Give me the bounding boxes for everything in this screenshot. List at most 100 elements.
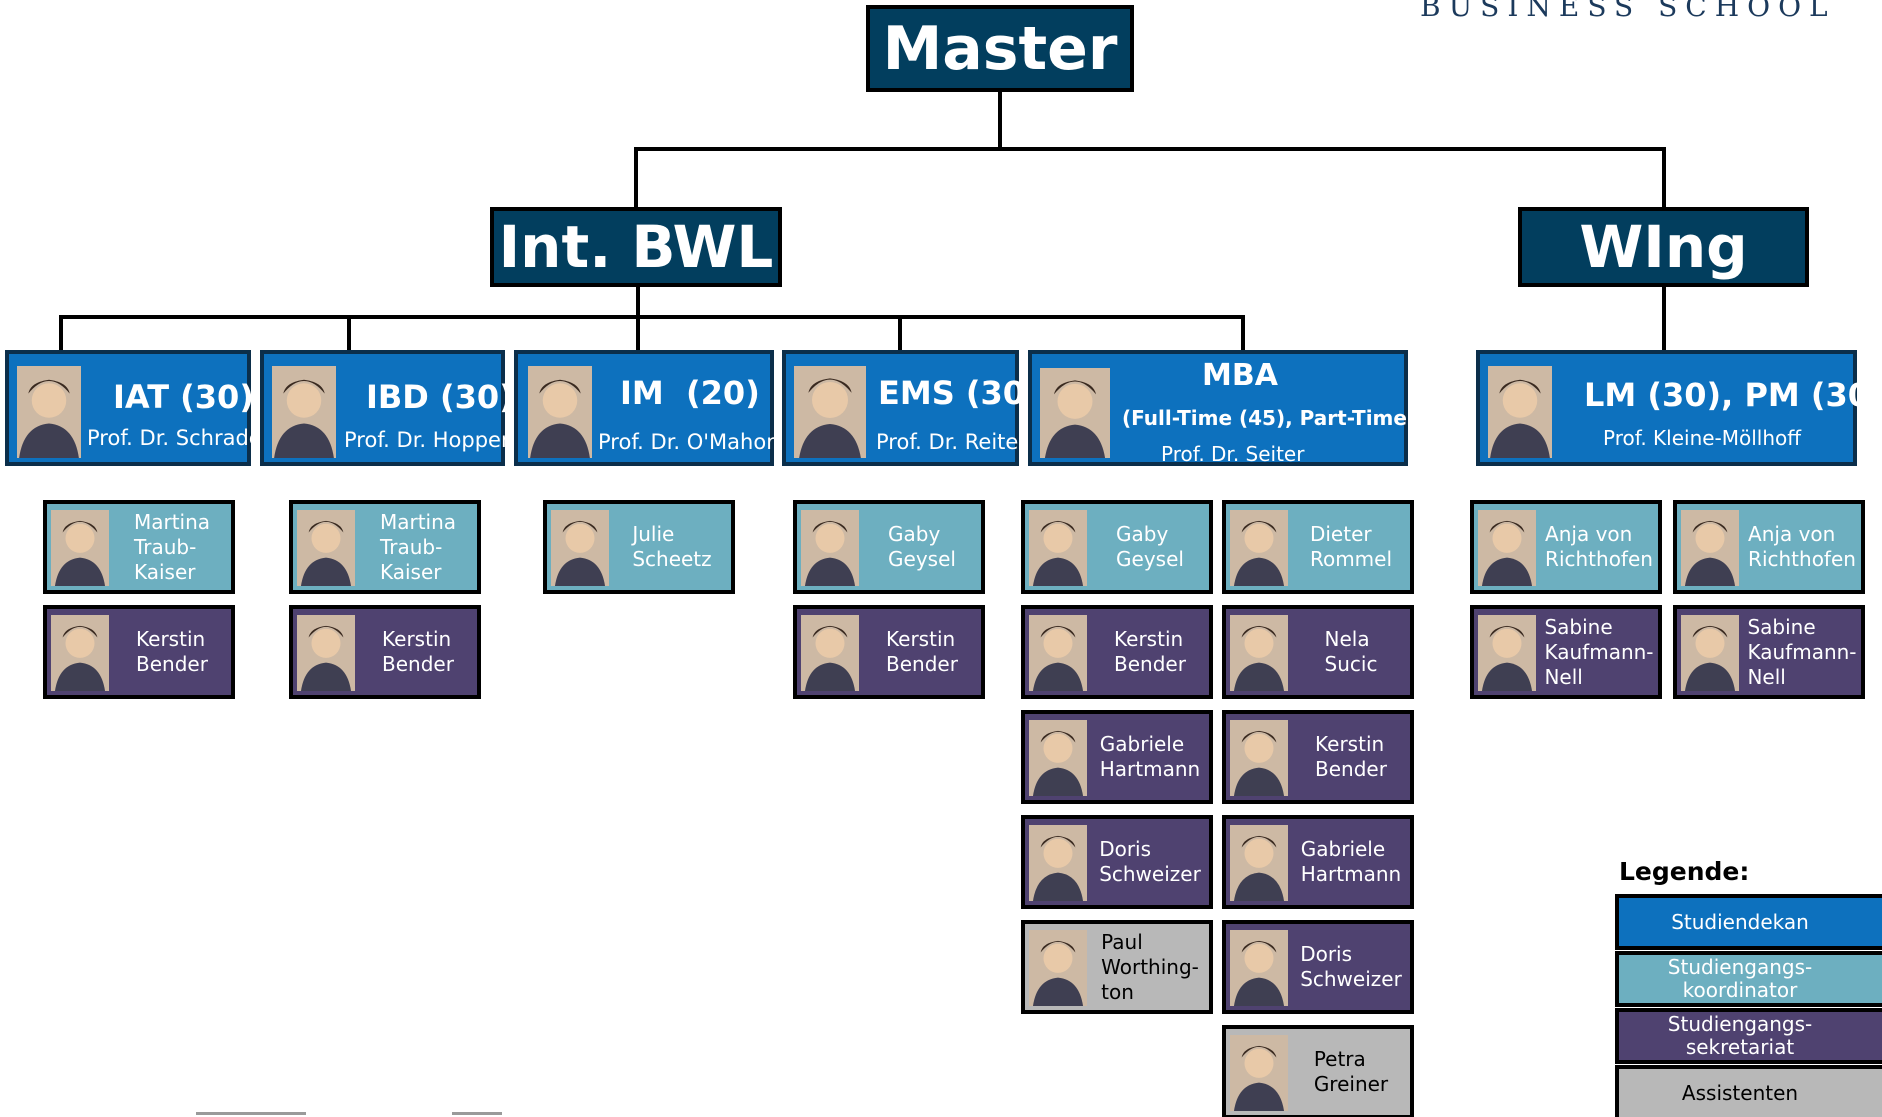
person-photo xyxy=(51,510,109,586)
staff-card[interactable]: Nela Sucic xyxy=(1222,605,1414,699)
person-name: Gabriele Hartmann xyxy=(1099,732,1201,781)
person-name: Kerstin Bender xyxy=(1315,732,1387,781)
connector-iat-up xyxy=(59,315,63,352)
staff-card[interactable]: Gabriele Hartmann xyxy=(1222,815,1414,909)
staff-card[interactable]: Kerstin Bender xyxy=(43,605,235,699)
connector-level2-bar xyxy=(634,147,1666,151)
program-ems[interactable]: EMS (30) Prof. Dr. Reiter xyxy=(782,350,1040,466)
staff-card[interactable]: Julie Scheetz xyxy=(543,500,735,594)
person-name: Julie Scheetz xyxy=(632,522,712,571)
staff-card[interactable]: Paul Worthing- ton xyxy=(1021,920,1213,1014)
program-title: MBA xyxy=(1202,358,1278,393)
person-name: Sabine Kaufmann- Nell xyxy=(1747,614,1857,689)
staff-card[interactable]: Dieter Rommel xyxy=(1222,500,1414,594)
dean-name: Prof. Dr. Hoppen xyxy=(344,428,515,452)
program-ibd[interactable]: IBD (30) Prof. Dr. Hoppen xyxy=(260,350,514,466)
connector-root-down xyxy=(998,90,1002,150)
staff-card[interactable]: Kerstin Bender xyxy=(1021,605,1213,699)
person-photo xyxy=(1230,825,1288,901)
staff-card[interactable]: Anja von Richthofen xyxy=(1470,500,1662,594)
person-photo xyxy=(551,510,609,586)
person-name: Gabriele Hartmann xyxy=(1300,837,1402,886)
connector-ems-up xyxy=(898,315,902,352)
int-bwl-node[interactable]: Int. BWL xyxy=(490,207,782,287)
program-im[interactable]: IM (20) Prof. Dr. O'Mahony xyxy=(514,350,792,466)
person-photo xyxy=(1230,615,1288,691)
person-photo xyxy=(1681,615,1739,691)
person-photo xyxy=(801,615,859,691)
staff-card[interactable]: Doris Schweizer xyxy=(1222,920,1414,1014)
person-name: Nela Sucic xyxy=(1324,627,1378,676)
business-school-wordmark: BUSINESS SCHOOL xyxy=(1420,0,1836,23)
staff-card[interactable]: Sabine Kaufmann- Nell xyxy=(1673,605,1865,699)
connector-wing-up xyxy=(1662,147,1666,209)
person-name: Gaby Geysel xyxy=(1116,522,1184,571)
person-name: Kerstin Bender xyxy=(886,627,958,676)
person-name: Doris Schweizer xyxy=(1300,942,1402,991)
dean-name: Prof. Kleine-Möllhoff xyxy=(1603,426,1802,450)
person-name: Petra Greiner xyxy=(1313,1047,1389,1096)
person-name: Doris Schweizer xyxy=(1099,837,1201,886)
master-label: Master xyxy=(882,13,1118,84)
person-photo xyxy=(1230,720,1288,796)
dean-name: Prof. Dr. Seiter xyxy=(1161,442,1305,466)
legend-item-koordinator: Studiengangs- koordinator xyxy=(1615,951,1882,1007)
program-title: EMS (30) xyxy=(878,374,1040,412)
staff-card[interactable]: Anja von Richthofen xyxy=(1673,500,1865,594)
person-name: Martina Traub- Kaiser xyxy=(379,509,457,584)
staff-card[interactable]: Petra Greiner xyxy=(1222,1025,1414,1117)
person-photo xyxy=(1029,510,1087,586)
program-title: IM (20) xyxy=(620,374,760,412)
person-photo xyxy=(1029,930,1087,1006)
legend-title: Legende: xyxy=(1619,857,1750,886)
person-name: Kerstin Bender xyxy=(1114,627,1186,676)
dean-name: Prof. Dr. Reiter xyxy=(876,430,1027,454)
dean-photo xyxy=(1488,366,1552,458)
staff-card[interactable]: Gaby Geysel xyxy=(793,500,985,594)
legend-item-assistenten: Assistenten xyxy=(1615,1065,1882,1117)
person-name: Dieter Rommel xyxy=(1309,522,1393,571)
program-iat[interactable]: IAT (30) Prof. Dr. Schrade xyxy=(5,350,262,466)
staff-card[interactable]: Martina Traub- Kaiser xyxy=(43,500,235,594)
staff-card[interactable]: Martina Traub- Kaiser xyxy=(289,500,481,594)
person-name: Gaby Geysel xyxy=(888,522,956,571)
staff-card[interactable]: Gabriele Hartmann xyxy=(1021,710,1213,804)
person-name: Kerstin Bender xyxy=(136,627,208,676)
dean-photo xyxy=(272,366,336,458)
staff-card[interactable]: Sabine Kaufmann- Nell xyxy=(1470,605,1662,699)
program-mba[interactable]: MBA (Full-Time (45), Part-Time (50) Prof… xyxy=(1028,350,1460,466)
wing-label: WIng xyxy=(1579,213,1748,281)
person-name: Anja von Richthofen xyxy=(1545,522,1653,571)
staff-card[interactable]: Kerstin Bender xyxy=(793,605,985,699)
legend-item-sekretariat: Studiengangs- sekretariat xyxy=(1615,1008,1882,1064)
person-photo xyxy=(1230,510,1288,586)
person-photo xyxy=(297,510,355,586)
connector-mba-up xyxy=(1241,315,1245,352)
connector-intbwl-up xyxy=(634,147,638,209)
person-name: Anja von Richthofen xyxy=(1748,522,1856,571)
staff-card[interactable]: Gaby Geysel xyxy=(1021,500,1213,594)
footer-artifact xyxy=(452,1112,502,1115)
person-photo xyxy=(1681,510,1739,586)
dean-name: Prof. Dr. Schrade xyxy=(87,426,262,450)
program-lm-pm[interactable]: LM (30), PM (30) Prof. Kleine-Möllhoff xyxy=(1476,350,1882,466)
person-name: Sabine Kaufmann- Nell xyxy=(1544,614,1654,689)
person-photo xyxy=(51,615,109,691)
wing-node[interactable]: WIng xyxy=(1518,207,1809,287)
person-photo xyxy=(1230,930,1288,1006)
connector-intbwl-down xyxy=(636,284,640,354)
person-photo xyxy=(1029,615,1087,691)
person-name: Martina Traub- Kaiser xyxy=(133,509,211,584)
person-photo xyxy=(1478,510,1536,586)
connector-wing-down xyxy=(1662,284,1666,354)
person-photo xyxy=(801,510,859,586)
program-title: IBD (30) xyxy=(366,378,514,416)
staff-card[interactable]: Kerstin Bender xyxy=(289,605,481,699)
staff-card[interactable]: Kerstin Bender xyxy=(1222,710,1414,804)
dean-photo xyxy=(794,366,866,458)
program-title: LM (30), PM (30) xyxy=(1584,376,1882,414)
staff-card[interactable]: Doris Schweizer xyxy=(1021,815,1213,909)
connector-programs-bar xyxy=(59,315,1245,319)
dean-photo xyxy=(1040,368,1110,458)
master-node[interactable]: Master xyxy=(866,5,1134,92)
